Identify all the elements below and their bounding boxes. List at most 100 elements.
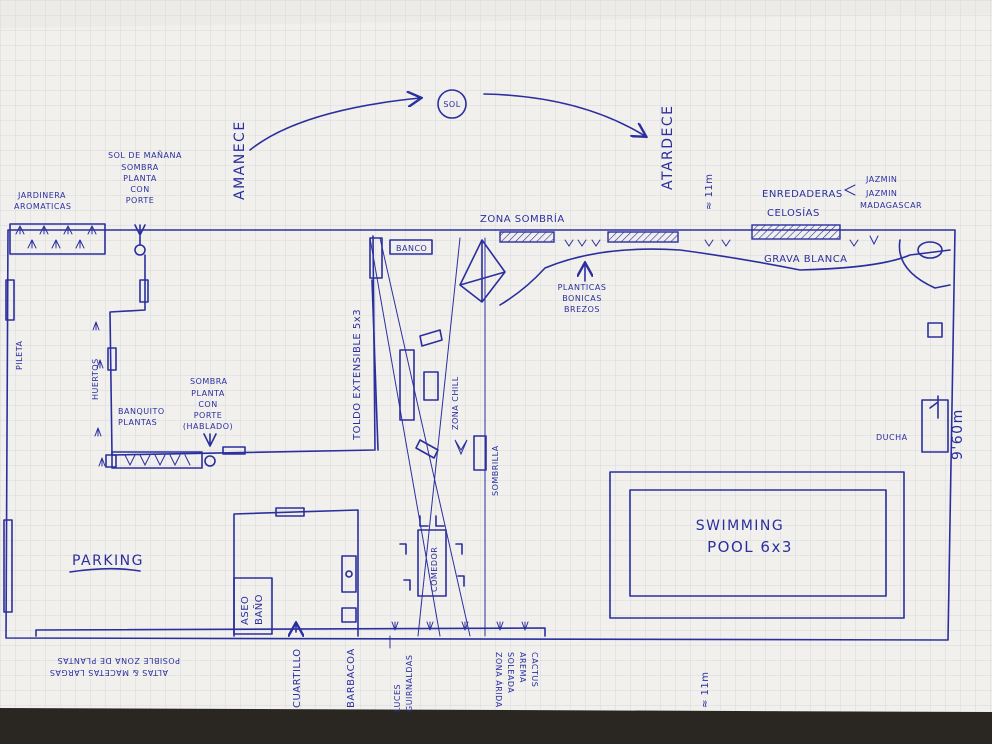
planter-label-2: AROMATICAS bbox=[14, 202, 71, 211]
plot-boundary bbox=[5, 229, 956, 641]
pool-label-2: POOL 6x3 bbox=[707, 538, 793, 556]
aromatic-planter bbox=[9, 223, 106, 255]
cactus-plants bbox=[391, 621, 529, 631]
plants-label-2: BONICAS bbox=[562, 294, 602, 303]
wall-light-1 bbox=[139, 279, 149, 303]
parking-gate bbox=[3, 519, 13, 613]
shade-panel-2 bbox=[607, 231, 679, 243]
plant-label-top-1: PLANTA bbox=[123, 174, 157, 183]
tall-plant-top-icon bbox=[134, 224, 146, 246]
barbecue-grill bbox=[341, 555, 357, 593]
lights-label-2: GUIRNALDAS bbox=[405, 655, 414, 712]
sun-label: SOL bbox=[443, 100, 460, 109]
arid-zone-label-2: SOLEADA bbox=[506, 652, 515, 693]
plant-label-mid-3: PORTE bbox=[194, 411, 223, 420]
parking-underline bbox=[69, 567, 141, 573]
lattice-label: CELOSÍAS bbox=[767, 206, 820, 219]
outlet bbox=[927, 322, 943, 338]
white-gravel-edge bbox=[499, 248, 951, 306]
wall-light-2 bbox=[107, 347, 117, 371]
sink-fixture bbox=[5, 279, 15, 321]
small-plants-top bbox=[564, 235, 879, 247]
dining-chairs bbox=[399, 515, 465, 591]
plant-label-mid-4: (HABLADO) bbox=[183, 422, 233, 431]
chill-chair-1 bbox=[419, 329, 443, 347]
shady-zone-label: ZONA SOMBRÍA bbox=[480, 212, 565, 225]
bottom-planter bbox=[35, 627, 546, 637]
barbecue-icon bbox=[345, 570, 353, 578]
chill-chair-2 bbox=[415, 439, 439, 459]
brace-jasmine bbox=[843, 184, 856, 196]
morning-sun-label: SOL DE MAÑANA bbox=[108, 150, 182, 160]
bathroom-label-1: ASEO bbox=[240, 596, 251, 625]
bottom-width-label: ≈ 11m bbox=[700, 671, 711, 708]
parasol-shape bbox=[459, 239, 506, 303]
shade-panel-1 bbox=[499, 231, 555, 243]
plants-label-1: PLANTICAS bbox=[558, 283, 607, 292]
planter-label-1: JARDINERA bbox=[17, 191, 66, 200]
plant-label-mid-1: PLANTA bbox=[191, 389, 225, 398]
awning-line bbox=[371, 279, 379, 451]
vegetable-plants bbox=[92, 321, 106, 467]
pool-water bbox=[629, 489, 887, 597]
sunshade-stand bbox=[473, 435, 487, 471]
awning-bracket bbox=[369, 237, 383, 279]
plants-label-3: BREZOS bbox=[564, 305, 600, 314]
sunshade-label: SOMBRILLA bbox=[491, 445, 500, 496]
parking-label: PARKING bbox=[72, 553, 144, 569]
pool-label-1: SWIMMING bbox=[696, 518, 784, 534]
shower-label: DUCHA bbox=[876, 433, 908, 442]
sunset-arrow bbox=[483, 93, 645, 136]
storage-label: CUARTILLO bbox=[292, 648, 303, 708]
plant-bench-label-1: BANQUITO bbox=[118, 407, 165, 416]
plant-bench-label-2: PLANTAS bbox=[118, 418, 157, 427]
plant-bench bbox=[111, 451, 203, 469]
string-lights bbox=[369, 237, 486, 637]
lattice-panel bbox=[751, 224, 841, 240]
dining-table bbox=[417, 529, 447, 597]
bench-label: BANCO bbox=[396, 244, 427, 253]
chill-table bbox=[423, 371, 439, 401]
bench bbox=[389, 239, 433, 255]
wall-light-3 bbox=[222, 446, 246, 455]
arid-zone-label-4: CACTUS bbox=[530, 652, 539, 687]
sunshade-plant bbox=[454, 439, 468, 456]
utility-building bbox=[233, 509, 359, 637]
building-light bbox=[275, 507, 305, 517]
length-label: 9'60m bbox=[950, 408, 966, 460]
shade-label-top: SOMBRA bbox=[121, 163, 159, 172]
arid-zone-label-1: ZONA ÁRIDA bbox=[494, 652, 505, 708]
bench-pot bbox=[105, 454, 117, 468]
top-width-label: ≈ 11m bbox=[704, 173, 715, 210]
climbers-label: ENREDADERAS bbox=[762, 189, 843, 200]
lights-label-1: LUCES bbox=[393, 684, 402, 712]
sunrise-arrow bbox=[249, 98, 420, 151]
plant-label-mid-2: CON bbox=[198, 400, 217, 409]
chill-zone-label: ZONA CHILL bbox=[451, 376, 460, 430]
barbecue-side bbox=[341, 607, 357, 623]
sun-symbol bbox=[437, 89, 467, 119]
inner-garden-wall bbox=[109, 235, 376, 456]
madagascar-jasmine-label-1: JAZMIN bbox=[865, 189, 897, 198]
shower-head bbox=[929, 395, 939, 419]
bathroom-label-2: BAÑO bbox=[252, 594, 265, 625]
bathroom-room bbox=[233, 577, 273, 635]
awning-label: TOLDO EXTENSIBLE 5x3 bbox=[352, 309, 363, 441]
aromatic-plants bbox=[15, 225, 97, 249]
plant-label-top-3: PORTE bbox=[126, 196, 155, 205]
sink-label: PILETA bbox=[15, 341, 24, 370]
madagascar-jasmine-label-2: MADAGASCAR bbox=[860, 201, 922, 210]
pool-deck bbox=[609, 471, 905, 619]
dining-label: COMEDOR bbox=[430, 547, 439, 592]
shower-base bbox=[921, 399, 949, 453]
barbecue-label: BARBACOA bbox=[346, 648, 357, 708]
vegetable-garden-label: HUERTOS bbox=[91, 358, 100, 400]
plant-pot-top-icon bbox=[134, 244, 146, 256]
sunset-label: ATARDECE bbox=[660, 104, 676, 190]
tall-plant-mid-icon bbox=[203, 433, 217, 447]
sunrise-label: AMANECE bbox=[232, 120, 248, 200]
border-zone-label-2: ALTAS & MACETAS LARGAS bbox=[49, 668, 168, 677]
white-gravel-label: GRAVA BLANCA bbox=[764, 254, 848, 265]
jasmine-label: JAZMIN bbox=[865, 175, 897, 184]
